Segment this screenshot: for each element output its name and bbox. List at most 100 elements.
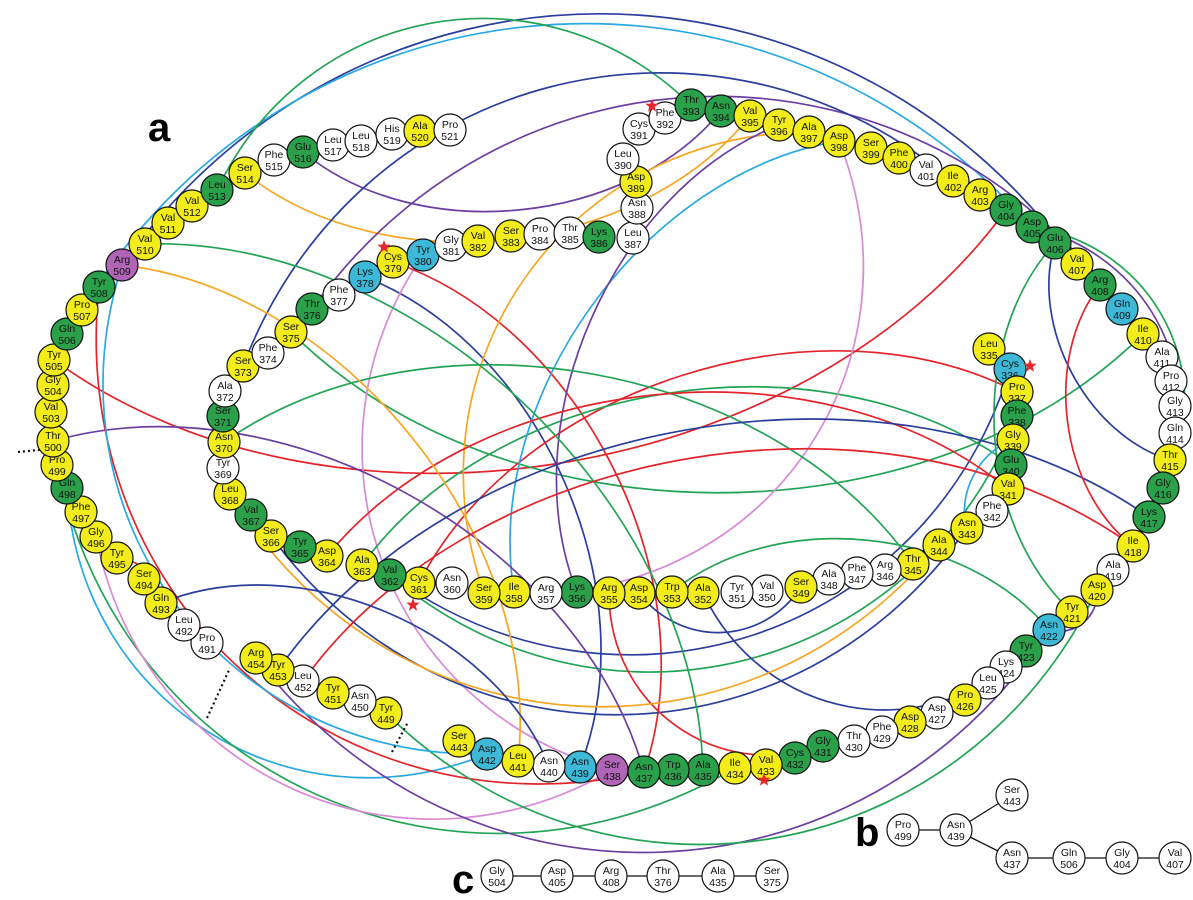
chain-node-name: Gly bbox=[489, 865, 506, 877]
residue-circle bbox=[345, 548, 379, 582]
residue-name: Tyr bbox=[730, 581, 745, 593]
residue-name: Ala bbox=[354, 554, 369, 566]
interaction-link-cys379-asn437 bbox=[392, 261, 663, 773]
residue-number: 393 bbox=[682, 106, 700, 118]
residue-name: Arg bbox=[601, 582, 618, 594]
residue-number: 374 bbox=[259, 354, 277, 366]
residue-name: Phe bbox=[265, 149, 284, 161]
residue-number: 417 bbox=[1140, 518, 1158, 530]
residue-name: Arg bbox=[114, 254, 131, 266]
residue-circle bbox=[105, 248, 139, 282]
residue-name: Trp bbox=[665, 759, 681, 771]
residue-number: 449 bbox=[377, 714, 395, 726]
interaction-link-arg357-asp398 bbox=[545, 140, 865, 594]
residue-number: 356 bbox=[568, 593, 586, 605]
residue-name: Val bbox=[383, 564, 397, 576]
residue-name: Lys bbox=[357, 266, 373, 278]
residue-name: Gln bbox=[1114, 298, 1131, 310]
residue-number: 405 bbox=[1023, 228, 1041, 240]
residue-circle bbox=[1105, 292, 1139, 326]
segment-break-dots bbox=[391, 721, 409, 753]
residue-name: Leu bbox=[352, 130, 370, 142]
residue-circle bbox=[1015, 210, 1049, 244]
residue-number: 452 bbox=[294, 682, 312, 694]
residue-number: 425 bbox=[979, 684, 997, 696]
residue-name: Leu bbox=[175, 614, 193, 626]
residue-name: Tyr bbox=[216, 457, 231, 469]
residue-circle bbox=[936, 164, 970, 198]
network-node-name: Ser bbox=[1004, 784, 1021, 796]
residue-name: Val bbox=[743, 105, 757, 117]
residue-circle bbox=[295, 292, 329, 326]
residue-name: Tyr bbox=[271, 659, 286, 671]
interaction-link-thr415-glu406 bbox=[1048, 242, 1171, 461]
residue-circle bbox=[975, 494, 1009, 528]
network-node-name: Asn bbox=[1003, 847, 1021, 859]
residue-number: 423 bbox=[1017, 652, 1035, 664]
residue-number: 440 bbox=[540, 767, 558, 779]
interaction-link-glu516-asn394 bbox=[302, 110, 722, 213]
residue-name: Phe bbox=[656, 107, 675, 119]
residue-number: 343 bbox=[958, 529, 976, 541]
interaction-link-cys336-val362 bbox=[389, 368, 1011, 656]
residue-number: 404 bbox=[997, 211, 1015, 223]
chain-node-circle bbox=[646, 859, 680, 893]
residue-number: 410 bbox=[1134, 335, 1152, 347]
residue-name: Ser bbox=[237, 162, 254, 174]
residue-name: Pro bbox=[442, 119, 459, 131]
chain-node-name: Ser bbox=[764, 865, 781, 877]
residue-name: Ser bbox=[476, 582, 493, 594]
residue-number: 353 bbox=[663, 593, 681, 605]
residue-name: Gly bbox=[815, 735, 832, 747]
residue-circle bbox=[989, 193, 1023, 227]
residue-number: 399 bbox=[862, 149, 880, 161]
residue-circle bbox=[65, 293, 99, 327]
interaction-link-ile418-arg408 bbox=[1065, 284, 1134, 547]
residue-number: 376 bbox=[303, 310, 321, 322]
interaction-link-trp353-asn422 bbox=[671, 537, 1050, 631]
residue-circle bbox=[1055, 595, 1089, 629]
residue-name: Cys bbox=[786, 747, 804, 759]
residue-name: Ile bbox=[508, 581, 519, 593]
residue-name: Trp bbox=[664, 581, 680, 593]
residue-name: Ile bbox=[1127, 535, 1138, 547]
residue-number: 521 bbox=[441, 131, 459, 143]
residue-circle bbox=[348, 260, 382, 294]
residue-name: Pro bbox=[1009, 381, 1026, 393]
residue-circle bbox=[79, 520, 113, 554]
residue-name: His bbox=[384, 123, 399, 135]
residue-number: 398 bbox=[830, 142, 848, 154]
residue-name: Leu bbox=[980, 338, 998, 350]
residue-name: Asp bbox=[901, 711, 919, 723]
residue-number: 437 bbox=[635, 773, 653, 785]
residue-name: Leu bbox=[221, 483, 239, 495]
chain-node-name: Arg bbox=[603, 865, 620, 877]
residue-name: Leu bbox=[624, 227, 642, 239]
residue-number: 409 bbox=[1113, 310, 1131, 322]
star-icon bbox=[377, 240, 391, 253]
residue-name: Cys bbox=[1001, 358, 1019, 370]
